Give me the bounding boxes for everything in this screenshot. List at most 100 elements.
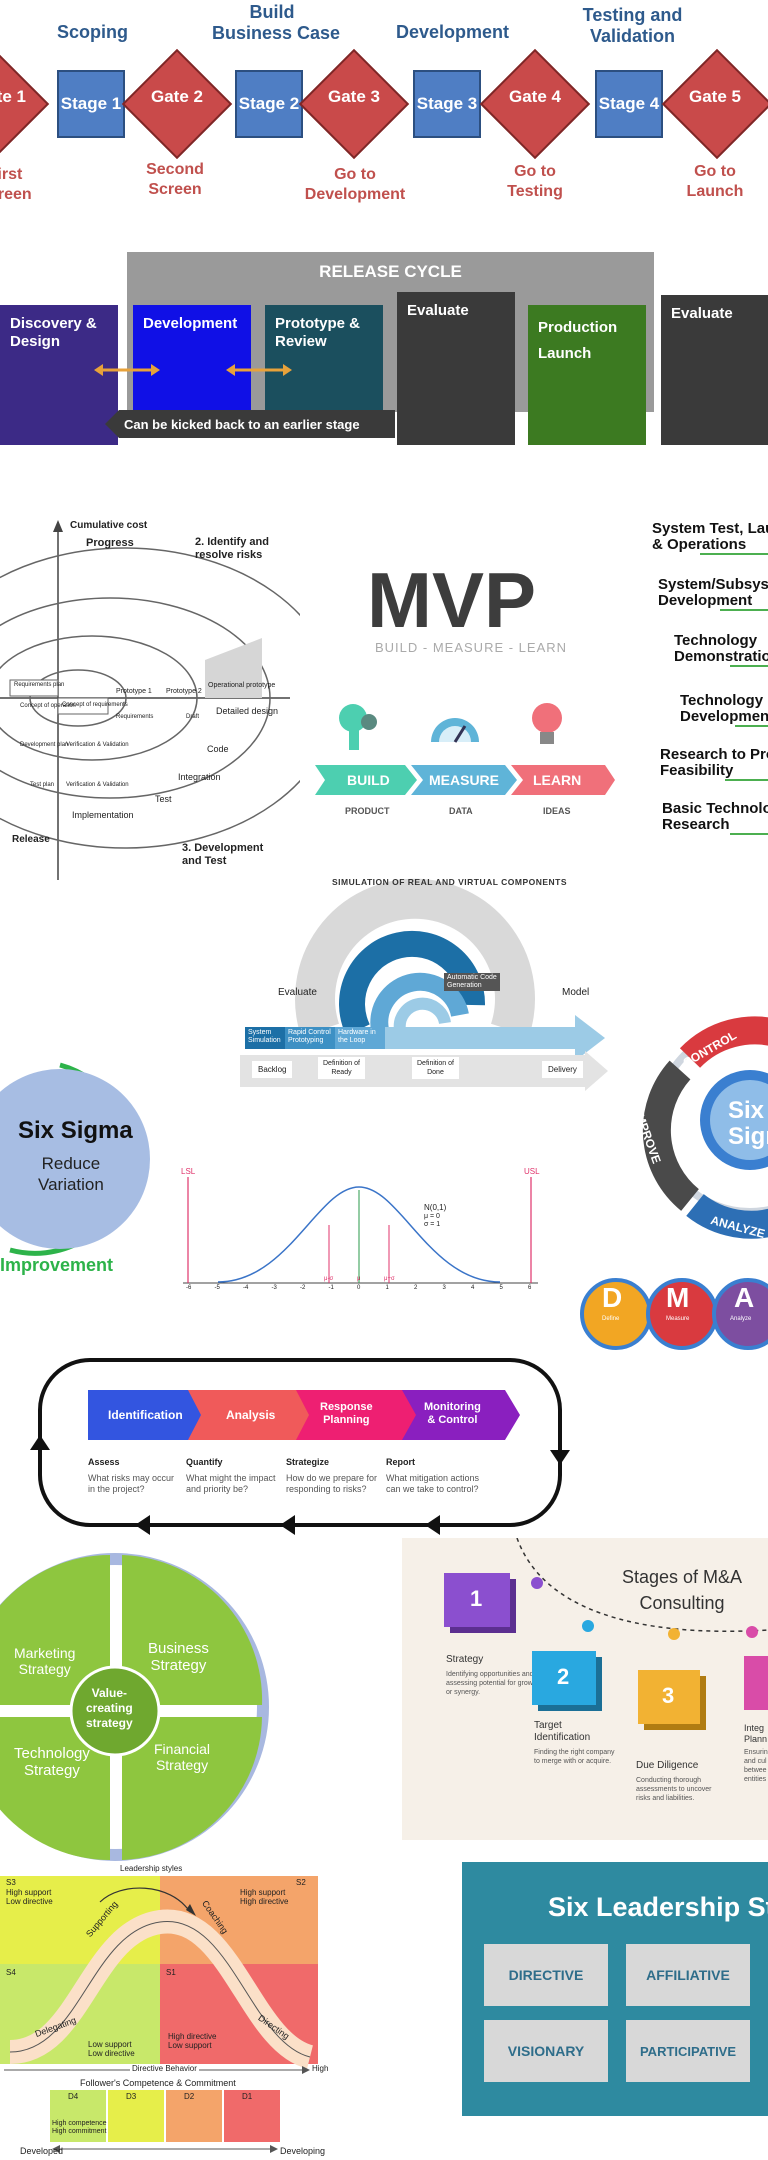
gauge-icon xyxy=(431,718,479,743)
s1-line1: High directive xyxy=(168,2032,217,2041)
tick-label: -2 xyxy=(300,1285,306,1291)
double-arrow-icon xyxy=(94,364,160,376)
ma-desc-4: Ensurin and cul betwee entities xyxy=(744,1749,768,1783)
simulation-drawing xyxy=(240,878,608,1091)
tick-label: 0 xyxy=(357,1285,361,1291)
gate-5-note: Go to Launch xyxy=(686,163,744,200)
risk-identification-step: Identification xyxy=(108,1408,183,1422)
risk-strategize-heading: Strategize xyxy=(286,1457,330,1467)
development-box: Development xyxy=(133,305,251,415)
card-affiliative-label: AFFILIATIVE xyxy=(646,1967,730,1983)
developing-label: Developing xyxy=(280,2146,326,2156)
double-arrow-icon xyxy=(226,364,292,376)
trl-line xyxy=(720,609,768,611)
spiral-prototype-1: Prototype 1 xyxy=(116,688,152,695)
ma-cube-2 xyxy=(532,1651,596,1705)
release-cycle-diagram: RELEASE CYCLE Discovery & Design Develop… xyxy=(0,250,768,450)
ma-cube-1 xyxy=(444,1573,510,1627)
ma-cube-3 xyxy=(638,1670,700,1724)
spiral-prototype-2: Prototype 2 xyxy=(166,688,202,695)
level-d3-code: D3 xyxy=(126,2092,137,2101)
legend-sigma: σ = 1 xyxy=(424,1221,441,1228)
trl-item-4: Technology Development xyxy=(680,692,768,725)
mvp-product-caption: PRODUCT xyxy=(345,806,390,816)
level-d3 xyxy=(108,2090,164,2142)
six-sigma-left: Six Sigma Reduce Variation Improvement xyxy=(0,1055,170,1285)
dmaic-a-word: Analyze xyxy=(730,1316,752,1322)
technology-strategy: Technology Strategy xyxy=(14,1745,90,1779)
ma-dotted-path xyxy=(516,1538,768,1640)
spiral-vv-1: Verification & Validation xyxy=(66,742,129,748)
level-d4-code: D4 xyxy=(68,2092,79,2101)
legend-n01: N(0,1) xyxy=(424,1203,447,1212)
high-label: High xyxy=(312,2064,329,2073)
s1-code: S1 xyxy=(166,1968,176,1977)
lightbulb-icon xyxy=(532,703,562,744)
normal-curve-drawing xyxy=(183,1177,538,1284)
identify-risks-label: 2. Identify and resolve risks xyxy=(195,536,269,561)
gate-3-label: Gate 3 xyxy=(328,87,380,106)
acg-label: Automatic Code Generation xyxy=(444,973,500,991)
model-label: Model xyxy=(562,987,590,998)
band-hil: Hardware in the Loop xyxy=(338,1029,376,1044)
risk-assess-note: What risks may occur in the project? xyxy=(88,1473,175,1494)
level-d1 xyxy=(224,2090,280,2142)
risk-quantify-note: What might the impact and priority be? xyxy=(186,1473,276,1494)
s3-line1: High support xyxy=(6,1888,52,1897)
chip-delivery: Delivery xyxy=(542,1061,583,1078)
dmaic-d-letter: D xyxy=(602,1282,623,1313)
chip-dor: Definition of Ready xyxy=(318,1057,365,1079)
gate-1-label: Gate 1 xyxy=(0,87,26,106)
dmaic-m-letter: M xyxy=(666,1282,690,1313)
gate-2-label: Gate 2 xyxy=(151,87,203,106)
sigma-mark-label: μ xyxy=(357,1276,361,1282)
level-d2-code: D2 xyxy=(184,2092,195,2101)
usl-label: USL xyxy=(524,1167,540,1176)
mvp-title: MVP xyxy=(367,556,537,644)
ring-center: Six Sigma xyxy=(728,1097,768,1150)
release-cycle-title: RELEASE CYCLE xyxy=(319,262,462,281)
six-sigma-title: Six Sigma xyxy=(18,1117,133,1144)
ma-cube-4 xyxy=(744,1656,768,1710)
value-creating-strategy: Value- creating strategy xyxy=(86,1686,133,1730)
cumulative-cost-label: Cumulative cost xyxy=(70,520,148,531)
ma-num-2: 2 xyxy=(557,1664,570,1689)
spiral-integration: Integration xyxy=(178,772,221,782)
level-d2 xyxy=(166,2090,222,2142)
ma-title: Stages of M&A Consulting xyxy=(622,1567,743,1613)
dmaic-d-word: Define xyxy=(602,1316,620,1322)
financial-strategy: Financial Strategy xyxy=(154,1741,211,1773)
trl-item-3: Technology Demonstration xyxy=(674,632,768,665)
tick-label: -3 xyxy=(271,1285,277,1291)
s3-line2: Low directive xyxy=(6,1897,53,1906)
spiral-concept-operation: Concept of operation xyxy=(20,703,76,709)
stage-4-box: Stage 4 xyxy=(595,70,663,138)
spiral-requirements-plan: Requirements plan xyxy=(14,682,65,688)
risk-management-cycle: Identification Analysis Response Plannin… xyxy=(20,1355,570,1535)
trl-ladder: System Test, Launch & Operations System/… xyxy=(640,515,768,845)
trl-item-1: System Test, Launch & Operations xyxy=(652,520,768,553)
six-leadership-styles: Six Leadership St DIRECTIVE AFFILIATIVE … xyxy=(462,1862,768,2116)
chip-backlog: Backlog xyxy=(252,1061,293,1078)
tick-label: -6 xyxy=(186,1285,192,1291)
progress-label: Progress xyxy=(86,537,134,549)
discovery-design-box: Discovery & Design xyxy=(0,305,118,445)
improvement-ring xyxy=(0,1062,150,1256)
dmaic-m-circle xyxy=(646,1278,718,1350)
spiral-detailed-design: Detailed design xyxy=(216,706,279,716)
business-strategy: Business Strategy xyxy=(148,1640,209,1674)
evaluate-label: Evaluate xyxy=(278,987,317,998)
dmaic-a-circle xyxy=(712,1278,768,1350)
card-participative: PARTICIPATIVE xyxy=(626,2020,750,2082)
trl-line xyxy=(730,665,768,667)
trl-item-5: Research to Prove Feasibility xyxy=(660,746,768,779)
stage-title-scoping: Scoping xyxy=(57,22,128,42)
evaluate-box-2: Evaluate xyxy=(661,295,768,445)
stage-1-box: Stage 1 xyxy=(57,70,125,138)
tick-label: 5 xyxy=(499,1285,503,1291)
leadership-styles-label: Leadership styles xyxy=(120,1864,183,1873)
tick-label: -4 xyxy=(243,1285,249,1291)
risk-report-heading: Report xyxy=(386,1457,415,1467)
